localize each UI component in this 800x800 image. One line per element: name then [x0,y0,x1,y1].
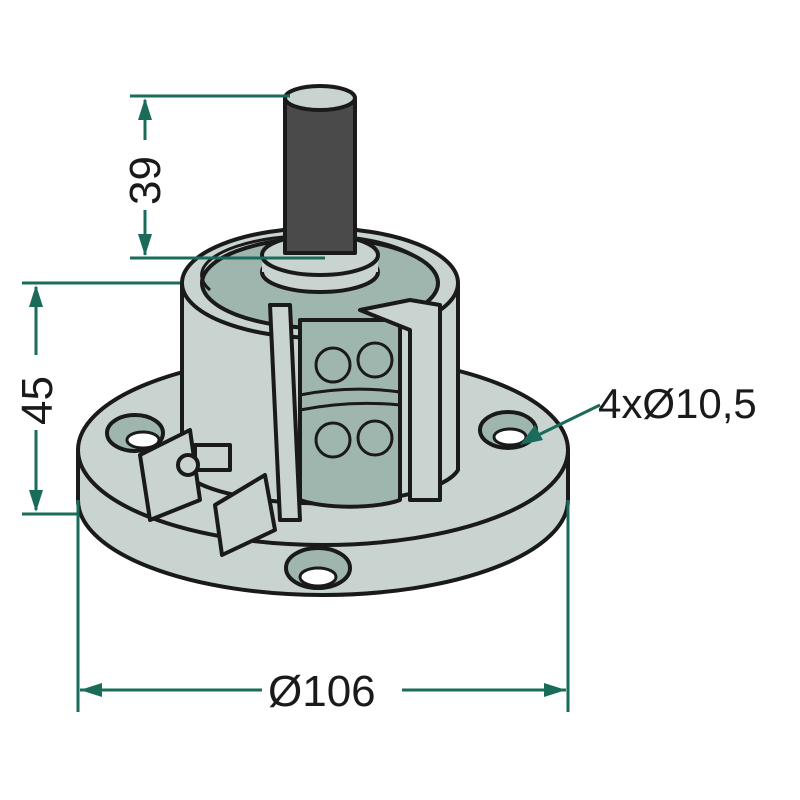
dimension-39: 39 [121,156,170,205]
threaded-shaft [260,84,380,294]
rollers [299,341,401,459]
clamp-bracket [138,428,277,557]
dimension-45: 45 [13,376,62,425]
dimension-holes: 4xØ10,5 [598,380,757,427]
dimension-diameter: Ø106 [268,667,376,716]
